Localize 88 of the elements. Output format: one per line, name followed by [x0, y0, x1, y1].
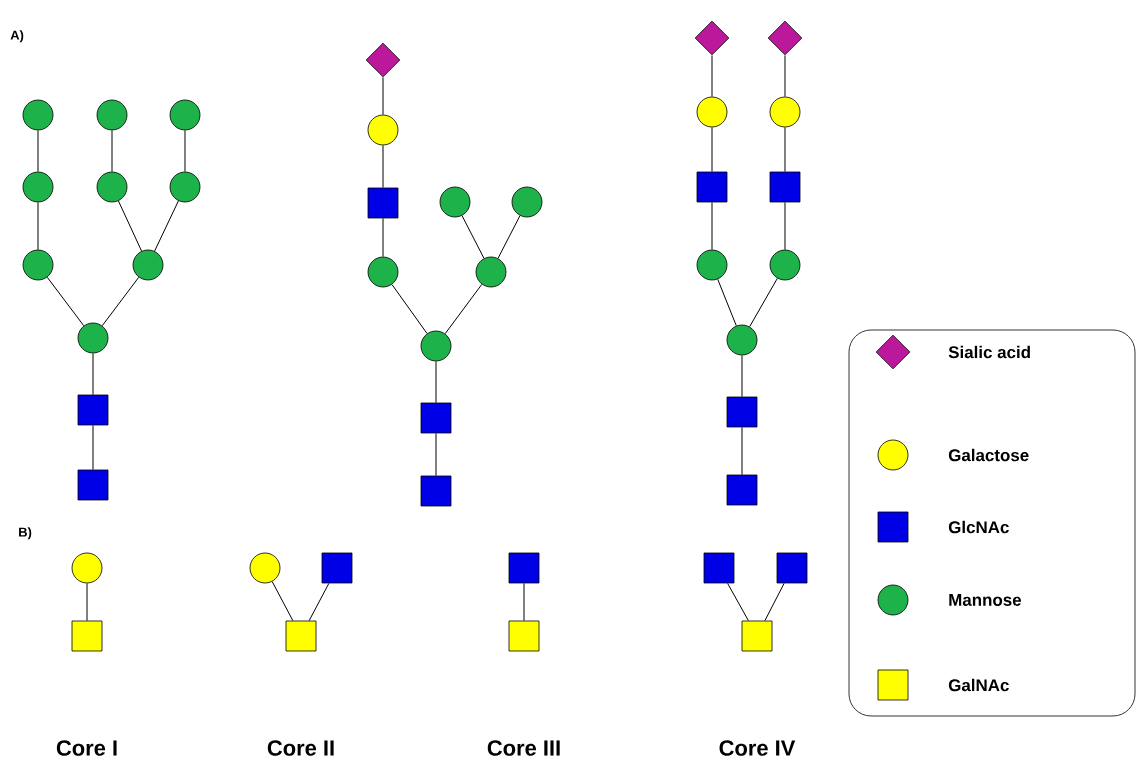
connector-line: [92, 424, 94, 471]
core-label: Core II: [267, 740, 334, 756]
legend-label: Sialic acid: [948, 345, 1030, 359]
square-symbol: [696, 171, 728, 203]
connector-line: [271, 581, 294, 622]
square-symbol: [285, 620, 317, 652]
circle-symbol: [77, 322, 109, 354]
connector-line: [111, 129, 113, 173]
circle-symbol: [696, 96, 728, 128]
legend-label: GlcNAc: [948, 520, 1009, 534]
square-symbol: [420, 475, 452, 507]
square-symbol: [726, 396, 758, 428]
connector-line: [784, 201, 786, 251]
connector-line: [391, 284, 428, 334]
panel-label: B): [19, 527, 32, 540]
square-symbol: [508, 552, 540, 584]
connector-line: [382, 144, 384, 189]
square-symbol: [776, 552, 808, 584]
circle-symbol: [22, 171, 54, 203]
circle-symbol: [169, 99, 201, 131]
square-symbol: [321, 552, 353, 584]
legend-label: GalNAc: [948, 678, 1009, 692]
circle-symbol: [71, 552, 103, 584]
circle-symbol: [769, 96, 801, 128]
connector-line: [711, 54, 713, 98]
square-symbol: [71, 620, 103, 652]
circle-symbol: [726, 324, 758, 356]
connector-line: [784, 54, 786, 98]
diamond-symbol: [767, 20, 803, 56]
square-symbol: [77, 469, 109, 501]
connector-line: [435, 360, 437, 404]
connector-line: [741, 426, 743, 476]
connector-line: [117, 200, 143, 252]
connector-line: [741, 354, 743, 398]
connector-line: [37, 129, 39, 173]
square-symbol: [726, 474, 758, 506]
circle-symbol: [132, 249, 164, 281]
circle-symbol: [96, 171, 128, 203]
diamond-symbol: [694, 20, 730, 56]
connector-line: [711, 126, 713, 173]
square-symbol: [77, 394, 109, 426]
connector-line: [37, 201, 39, 251]
square-symbol: [703, 552, 735, 584]
connector-line: [382, 217, 384, 258]
core-label: Core I: [56, 740, 117, 756]
circle-symbol: [367, 256, 399, 288]
circle-symbol: [249, 552, 281, 584]
connector-line: [86, 582, 88, 622]
square-symbol: [367, 187, 399, 219]
connector-line: [461, 215, 485, 259]
connector-line: [444, 283, 483, 335]
circle-symbol: [22, 249, 54, 281]
square-symbol: [769, 171, 801, 203]
circle-symbol: [22, 99, 54, 131]
legend-label: Galactose: [948, 448, 1029, 462]
connector-line: [711, 201, 713, 251]
connector-line: [154, 200, 179, 252]
square-symbol: [508, 620, 540, 652]
connector-line: [382, 76, 384, 116]
connector-line: [46, 276, 85, 327]
connector-line: [184, 129, 186, 173]
panel-label: A): [10, 30, 24, 43]
connector-line: [101, 276, 140, 327]
circle-symbol: [420, 330, 452, 362]
diamond-symbol: [365, 42, 401, 78]
connector-line: [727, 582, 749, 622]
connector-line: [497, 215, 521, 259]
circle-symbol: [696, 249, 728, 281]
core-label: Core IV: [719, 740, 796, 756]
circle-symbol: [96, 99, 128, 131]
core-label: Core III: [487, 740, 560, 756]
connector-line: [749, 277, 778, 328]
circle-symbol: [769, 249, 801, 281]
legend-label: Mannose: [949, 594, 1022, 606]
circle-symbol: [511, 186, 543, 218]
circle-symbol: [475, 256, 507, 288]
connector-line: [764, 582, 785, 622]
circle-symbol: [169, 171, 201, 203]
circle-symbol: [439, 186, 471, 218]
connector-line: [717, 278, 737, 327]
connector-line: [92, 352, 94, 396]
connector-line: [523, 582, 525, 622]
connector-line: [308, 582, 330, 622]
square-symbol: [741, 620, 773, 652]
circle-symbol: [367, 114, 399, 146]
connector-line: [435, 432, 437, 477]
connector-line: [784, 126, 786, 173]
square-symbol: [420, 402, 452, 434]
